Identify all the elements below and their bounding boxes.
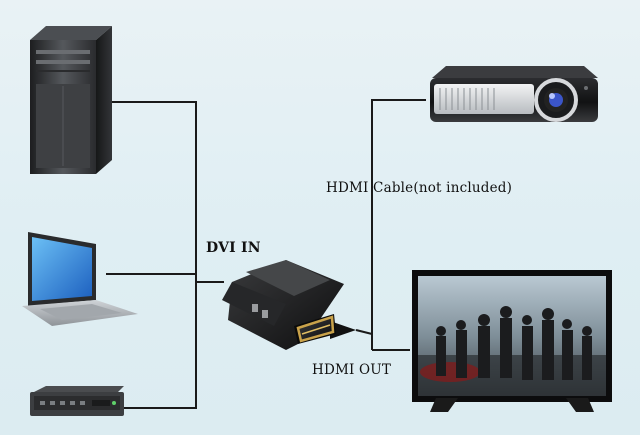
desktop-tower-icon xyxy=(30,26,112,174)
hdmi-out-arrow xyxy=(330,321,356,339)
line-tower-to-adapter xyxy=(110,101,197,282)
connection-lines xyxy=(106,99,426,409)
flat-tv-icon xyxy=(412,270,612,412)
line-arrow-to-trunk xyxy=(355,329,373,335)
line-box-to-adapter xyxy=(124,282,197,409)
set-top-box-icon xyxy=(30,386,124,416)
dvi-hdmi-adapter-icon xyxy=(222,260,344,350)
dvi-in-label: DVI IN xyxy=(206,240,261,256)
hdmi-cable-label: HDMI Cable(not included) xyxy=(326,180,513,196)
line-projector-to-adapter xyxy=(371,99,426,334)
laptop-icon xyxy=(22,232,138,326)
projector-icon xyxy=(430,66,598,122)
hdmi-out-label: HDMI OUT xyxy=(312,362,392,378)
